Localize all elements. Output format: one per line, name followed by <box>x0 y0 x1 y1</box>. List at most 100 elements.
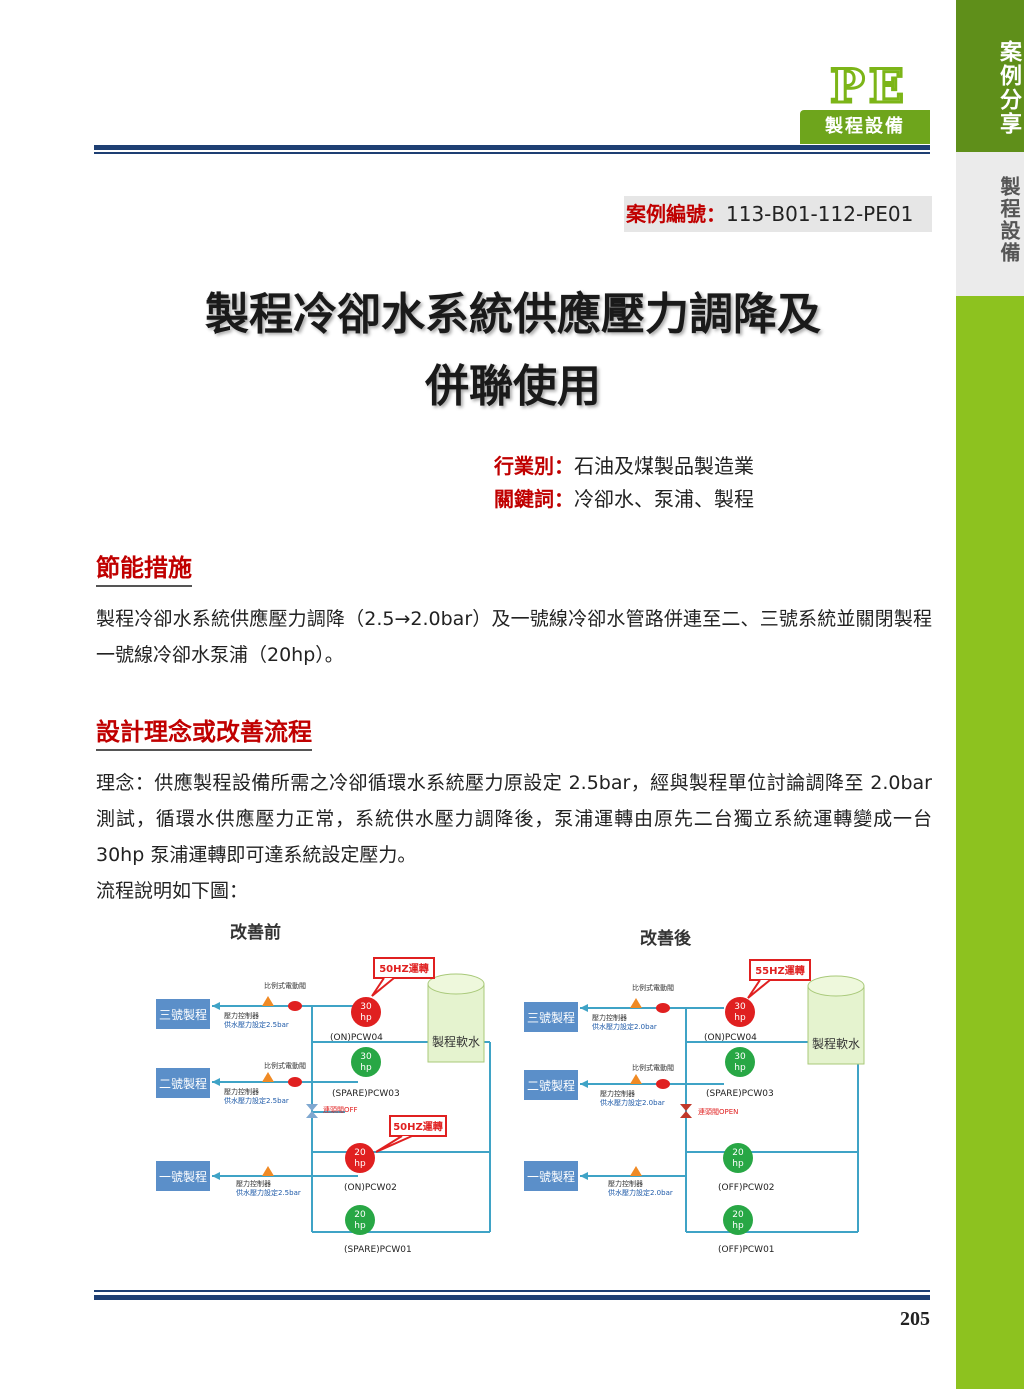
before-pump-pcw04-hp: 30 <box>360 1002 372 1012</box>
after-bubble-1 <box>749 959 811 981</box>
after-valve-3 <box>656 1003 670 1013</box>
keywords-label: 關鍵詞： <box>494 487 574 511</box>
after-valve-text-3: 比例式電動閥 <box>632 983 674 992</box>
keywords-row: 關鍵詞：冷卻水、泵浦、製程 <box>494 483 754 512</box>
industry-value: 石油及煤製品製造業 <box>574 454 754 478</box>
process-flow-diagram: 改善前 三號製程 二號製程 一號製程 <box>156 922 865 1255</box>
category-badge: 製程設備 <box>800 110 930 144</box>
before-pump-pcw02-hp: 20 <box>354 1148 366 1158</box>
before-tank <box>427 983 485 1063</box>
before-bubble-2 <box>389 1115 447 1137</box>
case-number-value: 113-B01-112-PE01 <box>726 202 914 226</box>
before-ctrl-2 <box>262 1072 274 1082</box>
before-pump-pcw03-hp: 30 <box>360 1052 372 1062</box>
before-pump-pcw03-label: (SPARE)PCW03 <box>332 1089 400 1099</box>
after-pump-pcw04-unit: hp <box>734 1013 746 1023</box>
before-link-valve-icon <box>306 1104 318 1118</box>
after-tank <box>807 985 865 1065</box>
after-line3-box <box>524 1002 578 1032</box>
before-pump-pcw03 <box>351 1047 381 1077</box>
section-heading-measure: 節能措施 <box>96 548 192 587</box>
before-line2-box <box>156 1068 210 1098</box>
industry-row: 行業別：石油及煤製品製造業 <box>494 450 754 479</box>
case-number-label: 案例編號： <box>626 202 726 226</box>
after-ctrl-1 <box>630 1166 642 1176</box>
before-line3-box <box>156 999 210 1029</box>
before-title: 改善前 <box>230 922 281 943</box>
after-ctrl-text-1: 壓力控制器 <box>608 1179 643 1188</box>
after-link-valve-label: 連頭閥OPEN <box>698 1107 738 1116</box>
before-link-valve-label: 連頭閥OFF <box>323 1105 358 1114</box>
before-line3-label: 三號製程 <box>159 1007 207 1022</box>
after-line3-label: 三號製程 <box>527 1010 575 1025</box>
after-pump-pcw03 <box>725 1047 755 1077</box>
before-pump-pcw04-unit: hp <box>360 1013 372 1023</box>
header-rule <box>94 145 930 150</box>
section-heading-design: 設計理念或改善流程 <box>96 712 312 751</box>
after-ctrl-2 <box>630 1074 642 1084</box>
side-bar-category <box>956 152 1024 296</box>
before-ctrl-text-2: 壓力控制器 <box>224 1087 259 1096</box>
design-text: 理念：供應製程設備所需之冷卻循環水系統壓力原設定 2.5bar，經與製程單位討論… <box>96 772 932 866</box>
after-pump-pcw01-hp: 20 <box>732 1210 744 1220</box>
before-line2-label: 二號製程 <box>159 1076 207 1091</box>
after-pump-pcw04 <box>725 997 755 1027</box>
before-pump-pcw02 <box>345 1143 375 1173</box>
industry-label: 行業別： <box>494 454 574 478</box>
after-pump-pcw02-hp: 20 <box>732 1148 744 1158</box>
before-setpoint-2: 供水壓力設定2.5bar <box>224 1096 289 1105</box>
before-valve-text-2: 比例式電動閥 <box>264 1061 306 1070</box>
before-pump-pcw04 <box>351 997 381 1027</box>
side-bar-top <box>956 0 1024 152</box>
after-valve-text-2: 比例式電動閥 <box>632 1063 674 1072</box>
before-ctrl-text-3: 壓力控制器 <box>224 1011 259 1020</box>
side-label-category: 製程設備 <box>997 176 1021 264</box>
before-pump-pcw04-label: (ON)PCW04 <box>330 1033 383 1043</box>
before-valve-text-3: 比例式電動閥 <box>264 981 306 990</box>
after-ctrl-3 <box>630 998 642 1008</box>
footer-rule-thin <box>94 1290 930 1292</box>
side-label-case-share: 案例分享 <box>996 40 1021 136</box>
after-pump-pcw03-hp: 30 <box>734 1052 746 1062</box>
before-panel: 改善前 三號製程 二號製程 一號製程 <box>156 922 491 1255</box>
before-setpoint-3: 供水壓力設定2.5bar <box>224 1020 289 1029</box>
before-setpoint-1: 供水壓力設定2.5bar <box>236 1188 301 1197</box>
before-pump-pcw03-unit: hp <box>360 1063 372 1073</box>
before-ctrl-text-1: 壓力控制器 <box>236 1179 271 1188</box>
before-bubble-2-text: 50HZ運轉 <box>393 1120 443 1133</box>
after-pump-pcw01-label: (OFF)PCW01 <box>718 1245 775 1255</box>
after-pump-pcw02-unit: hp <box>732 1159 744 1169</box>
before-ctrl-1 <box>262 1166 274 1176</box>
after-pump-pcw04-label: (ON)PCW04 <box>704 1033 757 1043</box>
after-setpoint-2: 供水壓力設定2.0bar <box>600 1098 665 1107</box>
page-number: 205 <box>900 1308 930 1330</box>
case-number: 案例編號：113-B01-112-PE01 <box>624 196 932 232</box>
before-line1-box <box>156 1161 210 1191</box>
before-pump-pcw01 <box>345 1205 375 1235</box>
after-title: 改善後 <box>640 928 692 949</box>
flow-intro: 流程說明如下圖： <box>96 880 249 902</box>
after-pump-pcw02 <box>723 1143 753 1173</box>
after-panel: 改善後 三號製程 二號製程 一號製程 比例式電動閥 比例式電動閥 壓力控制器 供… <box>524 928 865 1255</box>
after-ctrl-text-3: 壓力控制器 <box>592 1013 627 1022</box>
before-line1-label: 一號製程 <box>159 1169 207 1184</box>
before-pump-pcw01-hp: 20 <box>354 1210 366 1220</box>
before-bubble-1-text: 50HZ運轉 <box>379 962 429 975</box>
before-pump-pcw01-unit: hp <box>354 1221 366 1231</box>
after-pump-pcw02-label: (OFF)PCW02 <box>718 1183 775 1193</box>
keywords-value: 冷卻水、泵浦、製程 <box>574 487 754 511</box>
page-title-line2: 併聯使用 <box>425 361 601 412</box>
footer-rule <box>94 1295 930 1300</box>
before-bubble-1 <box>373 957 435 979</box>
after-valve-2 <box>656 1079 670 1089</box>
measure-text: 製程冷卻水系統供應壓力調降（2.5→2.0bar）及一號線冷卻水管路併連至二、三… <box>96 608 932 666</box>
header-rule-thin <box>94 152 930 154</box>
after-line1-box <box>524 1161 578 1191</box>
after-pump-pcw03-unit: hp <box>734 1063 746 1073</box>
before-pump-pcw02-label: (ON)PCW02 <box>344 1183 397 1193</box>
page-title-line1: 製程冷卻水系統供應壓力調降及 <box>205 289 821 340</box>
after-bubble-1-text: 55HZ運轉 <box>755 964 805 977</box>
after-pump-pcw03-label: (SPARE)PCW03 <box>706 1089 774 1099</box>
after-pump-pcw01 <box>723 1205 753 1235</box>
after-setpoint-1: 供水壓力設定2.0bar <box>608 1188 673 1197</box>
